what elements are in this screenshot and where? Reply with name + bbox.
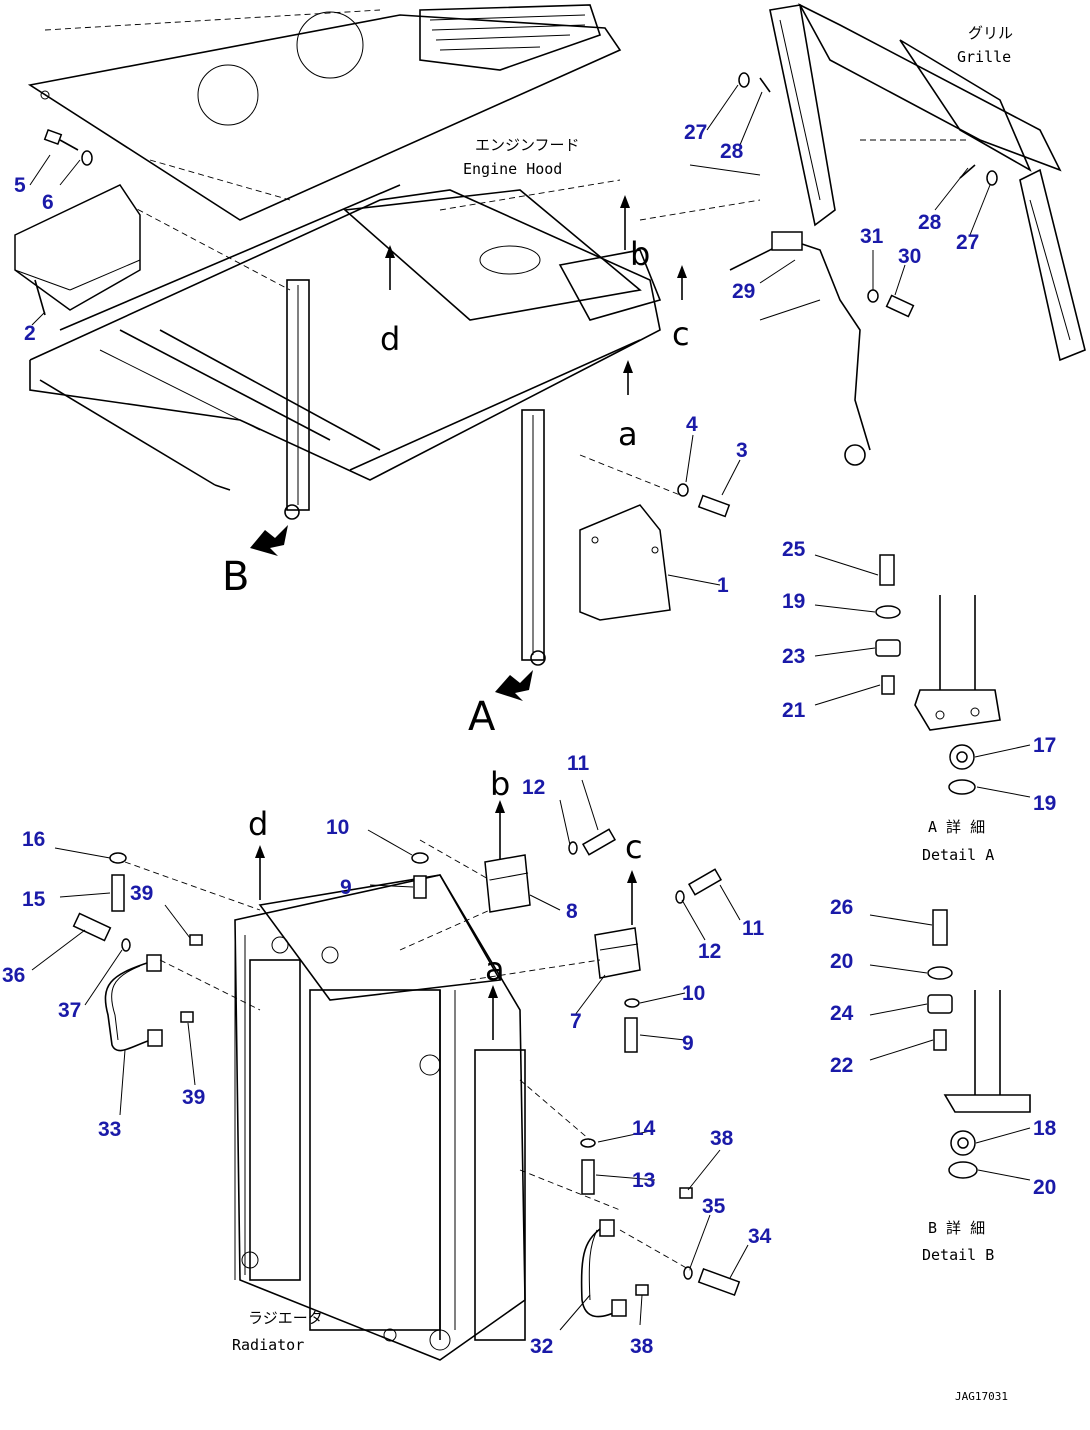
callout-22: 22: [830, 1054, 853, 1077]
grille-assembly: [689, 3, 1086, 466]
detail-b-label-jp: B 詳 細: [928, 1219, 985, 1237]
view-letter-b-upper: b: [630, 235, 650, 273]
view-letter-d-upper: d: [380, 320, 400, 358]
callout-7: 7: [570, 1010, 582, 1033]
view-letter-b-lower: b: [490, 765, 510, 803]
callout-33: 33: [98, 1118, 121, 1141]
radiator-label-en: Radiator: [232, 1336, 304, 1354]
callout-10-a: 10: [326, 816, 349, 839]
view-letter-c-lower: c: [625, 828, 643, 866]
callout-8: 8: [566, 900, 578, 923]
callout-16: 16: [22, 828, 45, 851]
direction-arrows-upper: [385, 195, 687, 395]
view-letter-d-lower: d: [248, 805, 268, 843]
callout-23: 23: [782, 645, 805, 668]
part-7-bracket: [594, 927, 641, 979]
callout-9-b: 9: [682, 1032, 694, 1055]
callout-27-a: 27: [684, 121, 707, 144]
radiator-label-jp: ラジエータ: [248, 1309, 323, 1327]
part-2-cover: [14, 184, 141, 316]
projection-lines-upper: [44, 9, 970, 496]
callout-32: 32: [530, 1335, 553, 1358]
callout-10-b: 10: [682, 982, 705, 1005]
view-arrow-B: [250, 525, 288, 556]
engine-hood-label-en: Engine Hood: [463, 160, 562, 178]
callout-6: 6: [42, 191, 54, 214]
callout-29: 29: [732, 280, 755, 303]
engine-hood-assembly: [27, 4, 662, 666]
detail-b-label-en: Detail B: [922, 1246, 994, 1264]
part-8-bracket: [484, 854, 531, 913]
direction-arrows-lower: [255, 800, 637, 1040]
view-arrow-A: [495, 670, 533, 701]
view-letter-a-lower: a: [485, 950, 505, 988]
callout-35: 35: [702, 1195, 726, 1218]
callout-38-a: 38: [710, 1127, 734, 1150]
text-labels: グリル Grille エンジンフード Engine Hood ラジエータ Rad…: [222, 24, 1013, 1403]
view-letter-B: B: [222, 554, 249, 600]
callout-14: 14: [632, 1117, 656, 1140]
detail-a-label-jp: A 詳 細: [928, 818, 985, 836]
grille-label-jp: グリル: [968, 24, 1013, 42]
engine-hood-label-jp: エンジンフード: [475, 136, 580, 154]
callout-34: 34: [748, 1225, 772, 1248]
callout-15: 15: [22, 888, 46, 911]
view-letter-A: A: [468, 694, 496, 740]
callout-12-a: 12: [522, 776, 545, 799]
callout-39-b: 39: [182, 1086, 205, 1109]
callout-19-b: 19: [1033, 792, 1056, 815]
callout-19-a: 19: [782, 590, 805, 613]
callout-4: 4: [686, 413, 698, 436]
callout-12-b: 12: [698, 940, 721, 963]
part-3-4-bolt: [677, 483, 731, 518]
callout-36: 36: [2, 964, 25, 987]
callout-20-a: 20: [830, 950, 853, 973]
callout-31: 31: [860, 225, 884, 248]
callout-18: 18: [1033, 1117, 1057, 1140]
callout-38-b: 38: [630, 1335, 654, 1358]
callout-24: 24: [830, 1002, 854, 1025]
leader-lines: [29, 84, 1031, 1331]
grille-fasteners: [738, 72, 998, 318]
callout-5: 5: [14, 174, 26, 197]
callout-17: 17: [1033, 734, 1056, 757]
callout-25: 25: [782, 538, 806, 561]
callout-11-a: 11: [567, 752, 590, 775]
grille-label-en: Grille: [957, 48, 1011, 66]
part-33-pipe: [104, 954, 163, 1052]
view-letter-a-upper: a: [618, 415, 638, 453]
projection-lines-lower: [124, 839, 691, 1271]
callout-9-a: 9: [340, 876, 352, 899]
callout-11-b: 11: [742, 917, 765, 940]
drawing-code: JAG17031: [955, 1390, 1008, 1403]
callout-2: 2: [24, 322, 36, 345]
callout-28-a: 28: [720, 140, 744, 163]
radiator-fasteners: [72, 828, 741, 1297]
callout-20-b: 20: [1033, 1176, 1056, 1199]
radiator-assembly: [234, 874, 526, 1361]
callout-30: 30: [898, 245, 921, 268]
part-32-pipe: [580, 1219, 627, 1318]
detail-a-label-en: Detail A: [922, 846, 994, 864]
view-letter-c-upper: c: [672, 315, 690, 353]
hood-grille: [419, 4, 602, 71]
part-5-bolt: [43, 128, 93, 166]
callout-21: 21: [782, 699, 806, 722]
callout-13: 13: [632, 1169, 655, 1192]
detail-A-drawing: [875, 554, 1001, 795]
detail-B-drawing: [927, 909, 1031, 1179]
part-1-plate: [579, 504, 671, 621]
callout-37: 37: [58, 999, 81, 1022]
callout-28-b: 28: [918, 211, 942, 234]
callout-39-a: 39: [130, 882, 153, 905]
callout-27-b: 27: [956, 231, 979, 254]
part-callouts: 5 6 2 27 28 28 27 31 30 29 4 3 1 25 19 2…: [2, 121, 1057, 1358]
callout-26: 26: [830, 896, 853, 919]
callout-1: 1: [717, 574, 729, 597]
callout-3: 3: [736, 439, 748, 462]
